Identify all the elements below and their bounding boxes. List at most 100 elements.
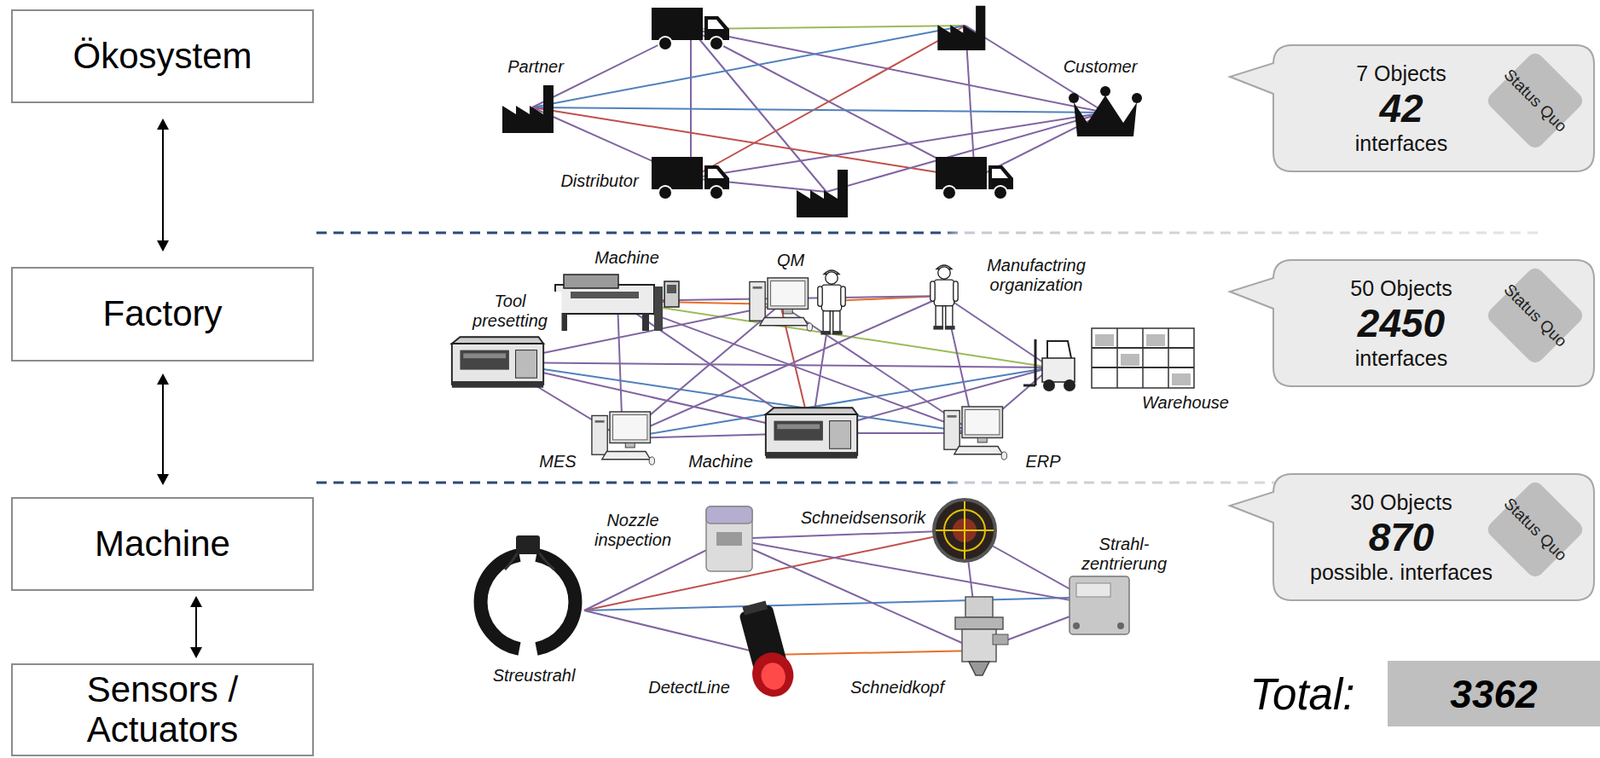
level-separator [316, 231, 1542, 235]
node-text: Status Quo [1500, 494, 1571, 565]
level-arrow [156, 373, 169, 486]
icon-label: Manufactring organization [965, 255, 1108, 296]
node-text: Status Quo [1500, 280, 1571, 351]
forklift-icon [1023, 339, 1076, 392]
detectline-icon [734, 598, 799, 702]
network-line [497, 362, 812, 434]
arrow-line [162, 127, 164, 244]
factory-icon [937, 5, 986, 51]
factory-icon [502, 85, 554, 134]
interface-count: 870 [1368, 515, 1435, 561]
node-text: Ökosystem [72, 36, 252, 76]
factory-icon [796, 169, 848, 218]
node-text: Machine [94, 524, 231, 564]
network-line [690, 28, 1106, 113]
callout-text: 30 Objects [1350, 489, 1453, 516]
callout-text: possible. interfaces [1310, 559, 1493, 586]
callout-text: 7 Objects [1356, 60, 1447, 87]
truck-icon [651, 156, 730, 200]
interface-count: 42 [1379, 86, 1423, 132]
truck-icon [651, 7, 730, 51]
computer-icon [749, 278, 813, 331]
icon-label: Strahl- zentrierung [1070, 534, 1178, 574]
sensor-icons [481, 499, 1130, 702]
nozzle-inspection-icon [706, 506, 753, 572]
arrowhead [156, 373, 169, 385]
cutting-head-icon [955, 597, 1009, 676]
ecosystem-network [532, 25, 1106, 192]
machine-icon [452, 336, 544, 388]
icon-label: DetectLine [645, 678, 733, 698]
arrow-line [162, 382, 164, 477]
network-line [689, 28, 692, 179]
callout-bubble: 7 Objects42interfacesStatus Quo [1273, 45, 1595, 172]
network-line [729, 530, 965, 540]
level-arrow [156, 118, 169, 252]
arrowhead [156, 240, 169, 252]
crown-icon [1068, 86, 1143, 137]
total-box: 3362 [1387, 660, 1600, 727]
callout-text: interfaces [1355, 130, 1448, 157]
cutting-sensor-icon [933, 499, 996, 562]
level-arrow [190, 596, 203, 659]
network-line [532, 107, 1106, 113]
callout-text: interfaces [1355, 345, 1448, 372]
factory-icons [452, 265, 1195, 465]
network-line [497, 362, 1051, 368]
arrow-line [195, 604, 198, 650]
network-line [690, 25, 966, 29]
icon-label: QM [774, 250, 807, 271]
icon-label: MES [536, 452, 579, 472]
icon-label: Partner [504, 57, 567, 77]
callout-text: 50 Objects [1350, 275, 1453, 302]
icon-label: Customer [1060, 57, 1141, 77]
machine-icon [765, 407, 858, 458]
icon-label: Machine [685, 452, 756, 472]
icon-label: ERP [1022, 452, 1063, 472]
level-box: Machine [11, 497, 314, 592]
network-line [729, 539, 1100, 606]
computer-icon [944, 406, 1008, 460]
icon-label: Machine [591, 248, 662, 268]
icon-label: Streustrahl [490, 666, 579, 686]
ecosystem-icons [502, 5, 1143, 218]
arrowhead [190, 596, 203, 608]
rack-icon [1091, 328, 1195, 389]
bubble-outline [1229, 474, 1595, 601]
total-label: Total: [1250, 670, 1356, 721]
network-line [767, 650, 980, 656]
ring-sensor-icon [481, 535, 576, 650]
icon-label: Schneidkopf [847, 678, 947, 698]
arrowhead [190, 647, 203, 659]
bubble-outline [1229, 45, 1595, 172]
bubble-outline [1229, 260, 1595, 387]
icon-label: Distributor [557, 171, 641, 192]
interface-count: 2450 [1357, 301, 1445, 347]
node-text: 3362 [1449, 671, 1537, 718]
arrowhead [156, 118, 169, 130]
arrowhead [156, 474, 169, 486]
level-box: Factory [11, 266, 314, 362]
callout-bubble: 50 Objects2450interfacesStatus Quo [1273, 260, 1595, 387]
icon-label: Schneidsensorik [798, 508, 929, 528]
network-line [497, 362, 975, 434]
worker-icon [930, 265, 958, 331]
worker-icon [817, 270, 846, 336]
machine-icon [555, 274, 679, 331]
truck-icon [935, 156, 1014, 200]
callout-bubble: 30 Objects870possible. interfacesStatus … [1273, 474, 1595, 601]
bubble-text-column: 7 Objects42interfaces [1290, 45, 1513, 172]
bubble-text-column: 30 Objects870possible. interfaces [1290, 474, 1513, 601]
network-line [584, 597, 1100, 611]
icon-label: Warehouse [1139, 393, 1232, 413]
icon-label: Nozzle inspection [583, 510, 683, 551]
node-text: Factory [102, 294, 222, 334]
level-box: Sensors / Actuators [11, 663, 314, 757]
level-box: Ökosystem [11, 9, 314, 104]
node-text: Sensors / Actuators [21, 670, 304, 749]
network-line [690, 112, 1106, 179]
icon-label: Tool presetting [458, 291, 563, 331]
computer-icon [591, 411, 656, 465]
bubble-text-column: 50 Objects2450interfaces [1290, 260, 1513, 387]
